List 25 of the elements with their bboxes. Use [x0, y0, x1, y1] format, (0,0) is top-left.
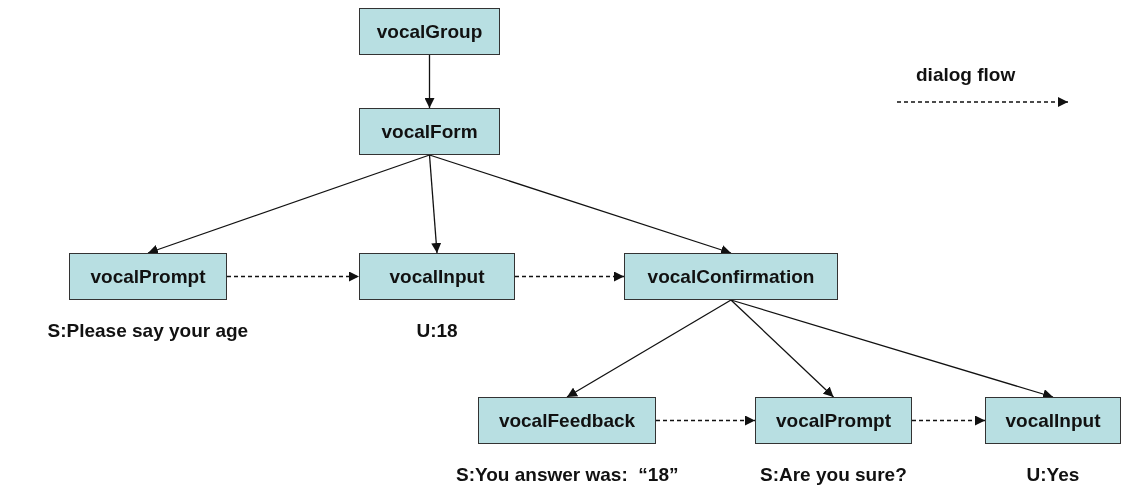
- arrow: [147, 154, 431, 255]
- node-caption: S:You answer was: “18”: [456, 464, 679, 486]
- arrow: [566, 299, 732, 398]
- dashed-arrow: [655, 415, 756, 426]
- arrow: [424, 54, 435, 109]
- process-box: vocalGroup: [359, 8, 500, 55]
- process-box: vocalFeedback: [478, 397, 656, 444]
- node-caption: U:18: [416, 320, 458, 342]
- node-caption: S:Are you sure?: [760, 464, 907, 486]
- arrow: [428, 154, 732, 255]
- legend-label: dialog flow: [916, 64, 1016, 86]
- node-caption: U:Yes: [1026, 464, 1080, 486]
- arrow: [428, 154, 442, 254]
- process-box: vocalForm: [359, 108, 500, 155]
- process-box: vocalPrompt: [755, 397, 912, 444]
- process-box: vocalInput: [985, 397, 1121, 444]
- process-box: vocalPrompt: [69, 253, 227, 300]
- dashed-arrow: [226, 271, 360, 282]
- process-box: vocalInput: [359, 253, 515, 300]
- dashed-arrow: [911, 415, 986, 426]
- arrow: [730, 299, 835, 398]
- node-caption: S:Please say your age: [47, 320, 249, 342]
- arrow: [730, 299, 1054, 399]
- process-box: vocalConfirmation: [624, 253, 838, 300]
- dashed-arrow: [514, 271, 625, 282]
